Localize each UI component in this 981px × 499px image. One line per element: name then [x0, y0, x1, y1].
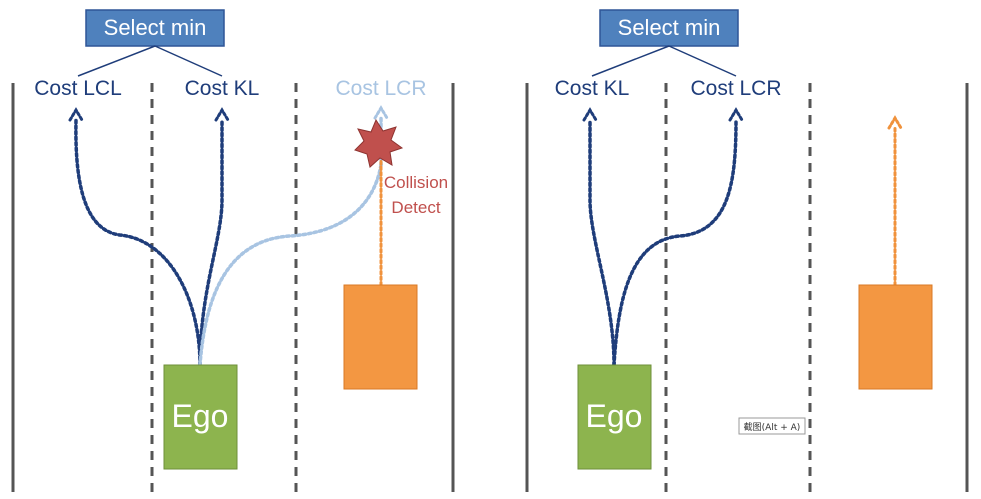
collision-label-line2: Detect	[391, 198, 440, 217]
left-ego-label: Ego	[172, 398, 229, 434]
left-panel: Select min Cost LCL Cost KL Cost LCR Col…	[11, 9, 455, 492]
left-trajectory-lcl	[74, 118, 202, 367]
left-trajectory-kl	[198, 118, 224, 367]
screenshot-tooltip	[738, 417, 806, 435]
left-cost-lcl-label: Cost LCL	[34, 77, 122, 100]
left-obstacle-vehicle	[343, 284, 418, 390]
left-cost-lcr-label: Cost LCR	[335, 77, 426, 100]
left-ego-vehicle	[163, 364, 238, 470]
right-arrowhead-kl	[582, 107, 598, 122]
right-arrowhead-lcr	[728, 107, 744, 122]
left-cost-kl-label: Cost KL	[185, 77, 260, 100]
right-connector-lcr	[668, 45, 737, 77]
right-select-min-box	[599, 9, 739, 47]
collision-star-icon	[354, 118, 404, 168]
left-arrowhead-lcl	[68, 107, 84, 122]
left-select-min-label: Select min	[104, 15, 207, 40]
screenshot-tooltip-text: 截图(Alt + A)	[744, 421, 801, 433]
right-obstacle-arrowhead	[887, 115, 903, 130]
left-arrowhead-kl	[214, 107, 230, 122]
right-cost-kl-label: Cost KL	[555, 77, 630, 100]
right-obstacle-vehicle	[858, 284, 933, 390]
right-trajectory-lcr	[612, 118, 738, 367]
right-trajectory-kl	[588, 118, 616, 367]
left-connector-lcl	[77, 45, 156, 77]
right-select-min-label: Select min	[618, 15, 721, 40]
right-ego-vehicle	[577, 364, 652, 470]
left-connector-kl	[154, 45, 223, 77]
left-trajectory-lcr	[198, 163, 383, 367]
collision-label-line1: Collision	[384, 173, 448, 192]
right-panel: Select min Cost KL Cost LCR Ego 截图(Alt +…	[525, 9, 969, 492]
left-select-min-box	[85, 9, 225, 47]
right-ego-label: Ego	[586, 398, 643, 434]
right-cost-lcr-label: Cost LCR	[690, 77, 781, 100]
right-connector-kl	[591, 45, 670, 77]
left-arrowhead-lcr	[373, 105, 389, 120]
